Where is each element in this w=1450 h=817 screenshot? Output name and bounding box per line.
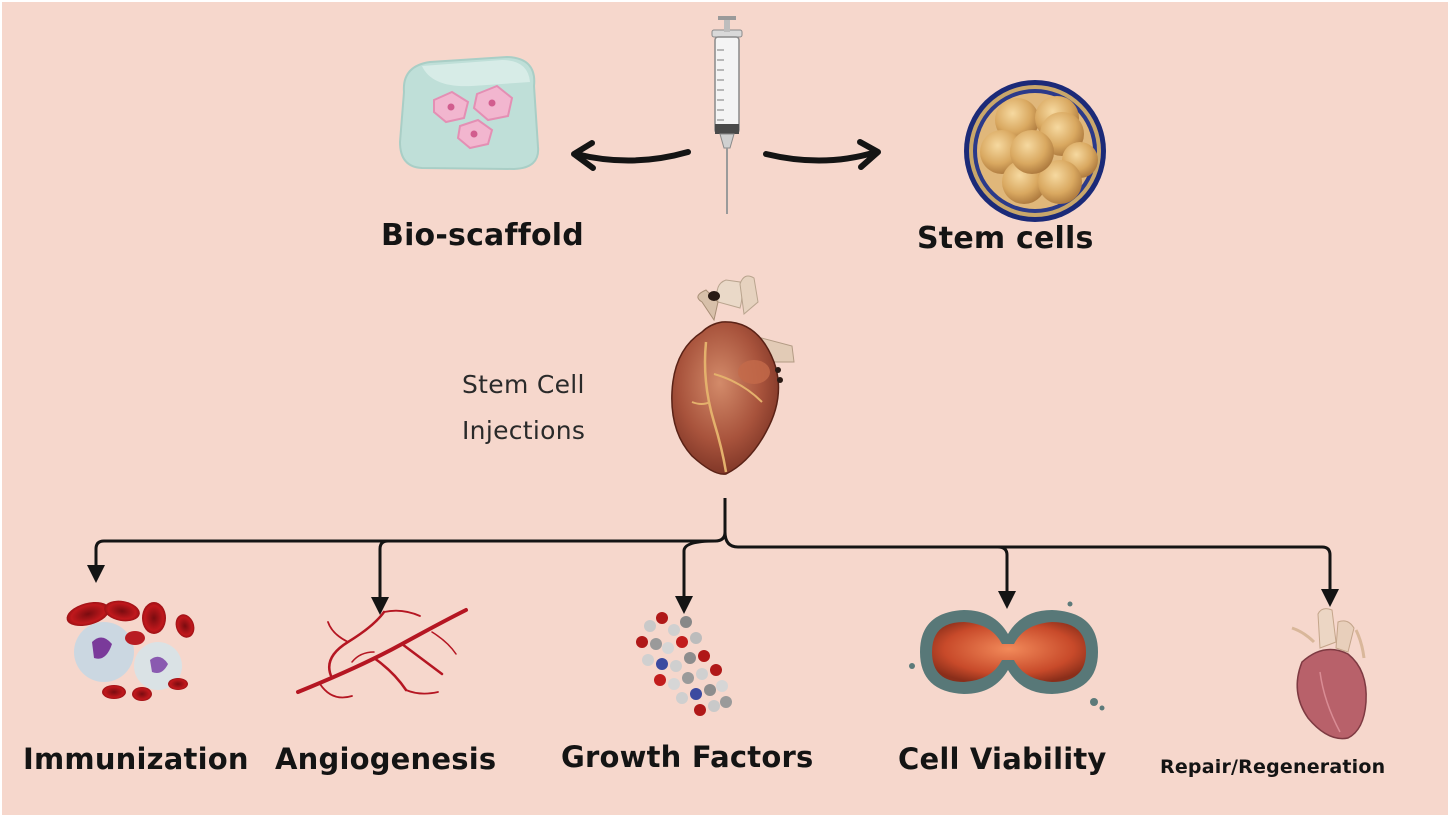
branch-connectors xyxy=(87,498,1339,615)
arrow-to-bio-scaffold xyxy=(573,149,691,164)
outcome-label-angiogenesis: Angiogenesis xyxy=(275,742,497,776)
stem-cells-illustration xyxy=(964,80,1106,222)
dividing-cell-illustration xyxy=(909,601,1105,711)
outcome-label-cell-viability: Cell Viability xyxy=(898,742,1107,776)
caption-line-1: Stem Cell xyxy=(462,370,585,399)
bio-scaffold-label: Bio-scaffold xyxy=(381,218,584,253)
regenerated-heart-illustration xyxy=(1291,608,1367,740)
stem-cell-injections-caption: Stem Cell Injections xyxy=(462,362,585,454)
molecule-illustration xyxy=(636,612,732,716)
outcome-label-immunization: Immunization xyxy=(23,742,249,776)
caption-line-2: Injections xyxy=(462,416,586,445)
blood-cells-illustration xyxy=(66,600,195,701)
stem-cells-label: Stem cells xyxy=(917,221,1094,256)
arrow-to-stem-cells xyxy=(763,149,879,164)
blood-vessels-illustration xyxy=(296,608,468,699)
outcome-label-growth-factors: Growth Factors xyxy=(561,740,814,774)
outcome-label-repair-regeneration: Repair/Regeneration xyxy=(1160,756,1386,778)
syringe-illustration xyxy=(711,16,743,214)
bio-scaffold-illustration xyxy=(398,55,540,171)
heart-illustration xyxy=(671,275,795,475)
